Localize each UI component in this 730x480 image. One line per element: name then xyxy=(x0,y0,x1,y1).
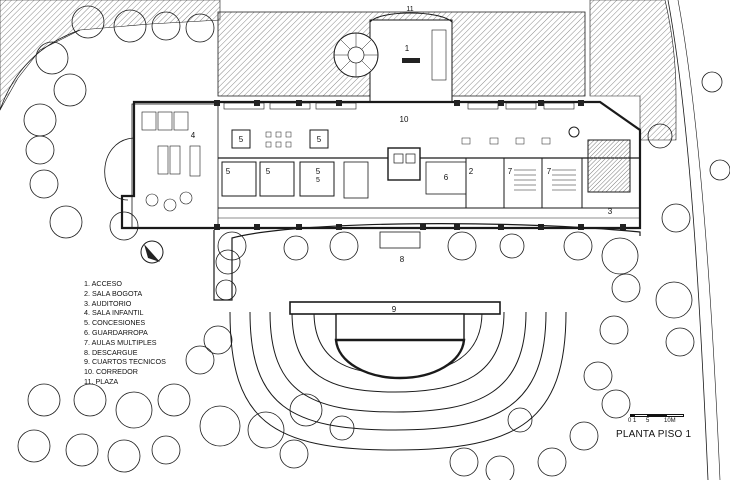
legend-item: 3. AUDITORIO xyxy=(84,298,132,308)
concesiones-boxes xyxy=(221,129,335,197)
tag-concesiones-4: 5 xyxy=(266,167,271,176)
plan-title: PLANTA PISO 1 xyxy=(616,429,692,440)
scale-label: 1 xyxy=(633,418,637,424)
tag-descargue: 8 xyxy=(400,255,405,264)
legend-item: 11. PLAZA xyxy=(84,376,119,386)
windows-row xyxy=(223,102,575,110)
legend-item: 8. DESCARGUE xyxy=(84,347,138,357)
tag-concesiones-5: 5 xyxy=(316,167,321,176)
tag-concesiones-6: 5 xyxy=(316,177,320,184)
service-core xyxy=(387,147,421,181)
tag-aulas-1: 7 xyxy=(508,167,513,176)
tag-plaza: 11 xyxy=(406,6,413,13)
scale-bar: 0 1 5 10M xyxy=(612,412,712,424)
tag-guardarropa: 6 xyxy=(444,173,449,182)
street-curve-2 xyxy=(677,0,721,480)
corredor-seating xyxy=(265,131,551,148)
auditorio-seating xyxy=(587,139,631,193)
tag-concesiones-2: 5 xyxy=(317,135,322,144)
furniture-tables xyxy=(141,111,201,212)
tag-sala-bogota: 2 xyxy=(469,167,474,176)
tag-concesiones-1: 5 xyxy=(239,135,244,144)
cuartos-tecnicos-block xyxy=(334,338,466,380)
legend-item: 5. CONCESIONES xyxy=(84,318,146,328)
legend-item: 6. GUARDARROPA xyxy=(84,327,148,337)
legend-item: 9. CUARTOS TECNICOS xyxy=(84,357,166,367)
north-arrow-icon xyxy=(140,240,164,264)
room-legend: 1. ACCESO 2. SALA BOGOTA 3. AUDITORIO 4.… xyxy=(84,279,166,387)
site-boundary-left xyxy=(0,29,81,111)
legend-item: 10. CORREDOR xyxy=(84,367,138,377)
trees xyxy=(17,5,730,480)
descargue-canopy xyxy=(213,223,641,301)
scale-label: 0 xyxy=(628,418,632,424)
street-curve xyxy=(667,0,709,480)
tag-corredor: 10 xyxy=(400,115,409,124)
legend-item: 1. ACCESO xyxy=(84,279,122,288)
sala-infantil-curve xyxy=(104,137,135,201)
title-block: 0 1 5 10M PLANTA PISO 1 xyxy=(612,412,712,440)
legend-item: 4. SALA INFANTIL xyxy=(84,308,144,318)
hatched-green-area-left xyxy=(0,0,221,111)
scale-label: 10M xyxy=(664,418,676,424)
tag-acceso: 1 xyxy=(405,44,410,53)
plaza-arc xyxy=(369,12,453,23)
scale-label: 5 xyxy=(646,418,650,424)
tag-auditorio: 3 xyxy=(608,207,613,216)
tag-cuartos-tecnicos: 9 xyxy=(392,305,397,314)
legend-item: 7. AULAS MULTIPLES xyxy=(84,337,157,347)
tag-aulas-2: 7 xyxy=(547,167,552,176)
tag-sala-infantil: 4 xyxy=(191,131,196,140)
aulas-seating xyxy=(514,169,576,191)
legend-item: 2. SALA BOGOTA xyxy=(84,288,143,298)
tag-concesiones-3: 5 xyxy=(226,167,231,176)
